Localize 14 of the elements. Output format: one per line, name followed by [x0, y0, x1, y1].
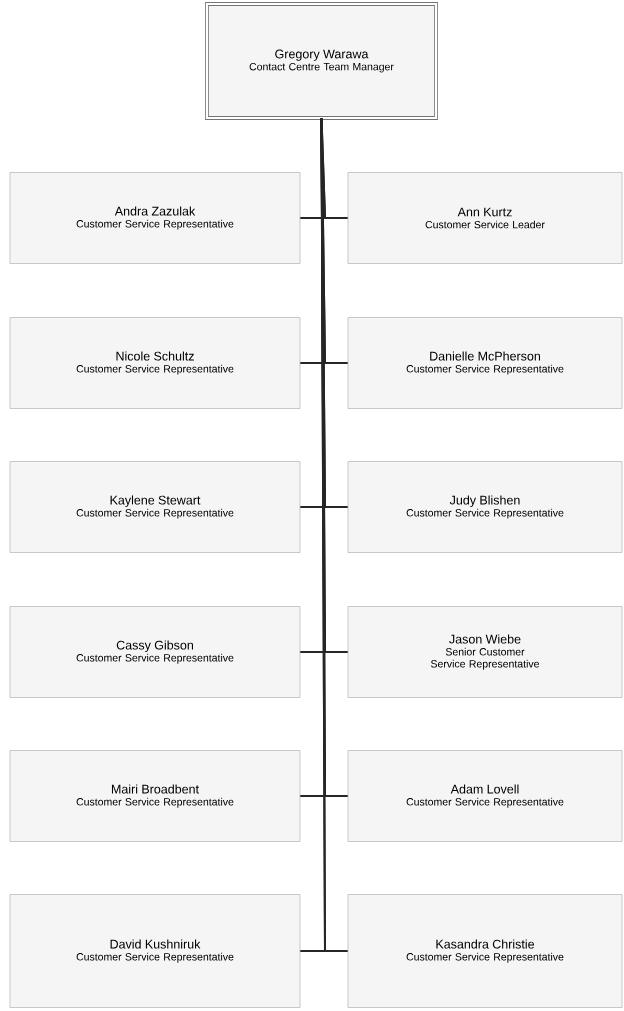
employee-box: David Kushniruk Customer Service Representative [9, 894, 301, 1008]
employee-box: Judy Blishen Customer Service Representative [347, 461, 623, 553]
connector-line [320, 117, 349, 952]
employee-box: Jason Wiebe Senior Customer Service Representative [347, 606, 623, 698]
employee-box: Cassy Gibson Customer Service Representative [9, 606, 301, 698]
employee-box: Kaylene Stewart Customer Service Representative [9, 461, 301, 553]
manager-box: Gregory Warawa Contact Centre Team Manager [205, 2, 438, 120]
employee-box: Nicole Schultz Customer Service Representative [9, 317, 301, 409]
employee-box: Danielle McPherson Customer Service Representative [347, 317, 623, 409]
employee-box: Andra Zazulak Customer Service Representative [9, 172, 301, 264]
employee-box: Ann Kurtz Customer Service Leader [347, 172, 623, 264]
employee-box: Mairi Broadbent Customer Service Representative [9, 750, 301, 842]
employee-box: Adam Lovell Customer Service Representative [347, 750, 623, 842]
employee-box: Kasandra Christie Customer Service Representative [347, 894, 623, 1008]
